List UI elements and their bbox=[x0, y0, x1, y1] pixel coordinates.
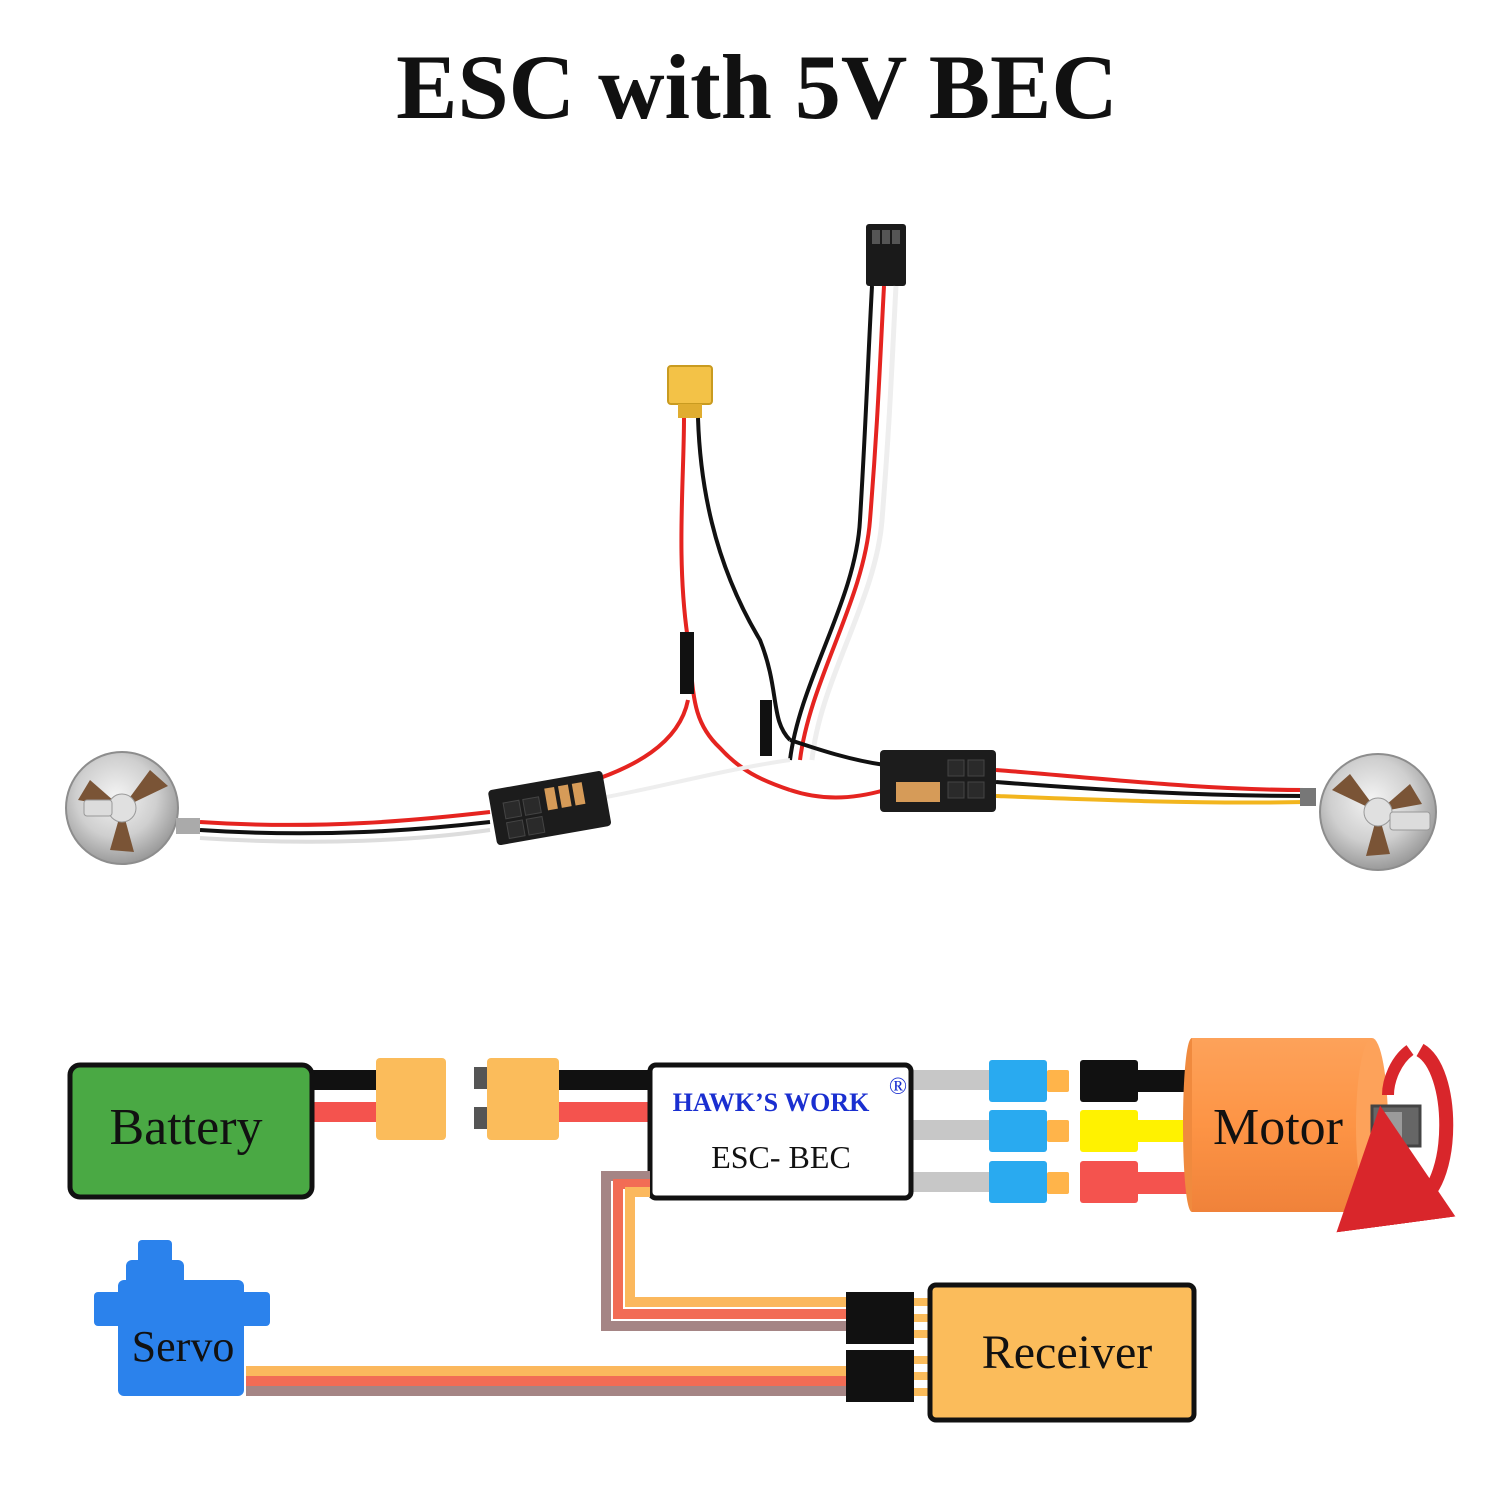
esc-board-right bbox=[880, 750, 996, 812]
brushless-motor-right bbox=[1300, 753, 1437, 871]
wiring-schematic: Battery HAWK’S WORK ® ESC- BEC bbox=[67, 1038, 1456, 1423]
servo-plug-connector bbox=[866, 224, 906, 286]
motor-wire-black bbox=[1138, 1070, 1194, 1092]
motor-wire-yellow bbox=[1138, 1120, 1194, 1142]
battery-wire-red bbox=[679, 417, 791, 792]
battery-wire-black bbox=[696, 417, 792, 742]
esc-signal-cable bbox=[601, 1171, 850, 1331]
phase-wire-red bbox=[995, 768, 1306, 792]
power-wire-black bbox=[789, 738, 886, 767]
esc-input-wire-black bbox=[559, 1070, 651, 1090]
esc-output-wire-3 bbox=[910, 1172, 990, 1192]
signal-wire-red bbox=[798, 285, 886, 761]
esc-output-wire-2 bbox=[910, 1120, 990, 1140]
heat-shrink bbox=[680, 632, 694, 694]
esc-block: HAWK’S WORK ® ESC- BEC bbox=[647, 1062, 914, 1201]
motor-block: Motor bbox=[1183, 1038, 1456, 1233]
esc-photo-illustration bbox=[65, 224, 1437, 871]
bullet-connector-2 bbox=[989, 1110, 1069, 1152]
receiver-plug-servo bbox=[846, 1350, 930, 1402]
brushless-motor-left bbox=[65, 751, 200, 865]
esc-brand-label: HAWK’S WORK bbox=[673, 1088, 870, 1117]
phase-wire-white bbox=[199, 828, 491, 844]
xt-connector-esc bbox=[474, 1058, 559, 1140]
receiver-plug-esc bbox=[846, 1292, 930, 1344]
esc-output-wire-1 bbox=[910, 1070, 990, 1090]
phase-wire-red bbox=[199, 810, 491, 827]
receiver-label: Receiver bbox=[982, 1326, 1153, 1379]
battery-label: Battery bbox=[109, 1099, 262, 1156]
motor-connector-black bbox=[1080, 1060, 1138, 1102]
registered-mark: ® bbox=[889, 1074, 907, 1100]
battery-wire-red bbox=[312, 1102, 378, 1122]
motor-label: Motor bbox=[1213, 1099, 1343, 1156]
rotation-arrow-icon bbox=[1336, 1043, 1456, 1233]
phase-wire-black bbox=[995, 780, 1306, 798]
motor-connector-yellow bbox=[1080, 1110, 1138, 1152]
signal-wire-white bbox=[589, 758, 791, 802]
signal-wire-white bbox=[809, 285, 899, 761]
battery-wire-black bbox=[312, 1070, 378, 1090]
motor-wire-red bbox=[1138, 1172, 1194, 1194]
esc-model-label: ESC- BEC bbox=[711, 1139, 851, 1175]
phase-wire-black bbox=[199, 820, 491, 836]
bullet-connector-1 bbox=[989, 1060, 1069, 1102]
esc-board-left bbox=[488, 771, 611, 846]
xt-connector bbox=[667, 365, 713, 418]
phase-wire-yellow bbox=[995, 794, 1306, 805]
servo-signal-cable bbox=[246, 1366, 850, 1396]
servo-block: Servo bbox=[94, 1240, 270, 1396]
page-title: ESC with 5V BEC bbox=[396, 36, 1118, 138]
xt-connector-battery bbox=[376, 1058, 446, 1140]
esc-input-wire-red bbox=[559, 1102, 651, 1122]
bullet-connector-3 bbox=[989, 1161, 1069, 1203]
heat-shrink bbox=[760, 700, 772, 756]
servo-label: Servo bbox=[132, 1322, 235, 1371]
receiver-block: Receiver bbox=[927, 1282, 1197, 1423]
signal-wire-black bbox=[788, 285, 874, 761]
motor-connector-red bbox=[1080, 1161, 1138, 1203]
battery-block: Battery bbox=[67, 1062, 315, 1200]
power-wire-red bbox=[789, 788, 886, 800]
